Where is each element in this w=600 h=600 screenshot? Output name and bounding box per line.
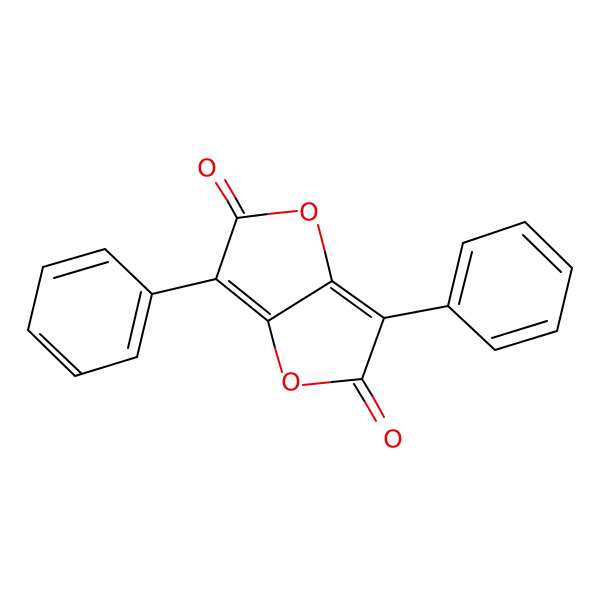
oxygen-label-ring-top: O [299, 198, 319, 227]
lower-lactone-ring [267, 280, 385, 386]
fused-core-bond [215, 278, 333, 322]
bottom-carbonyl-bond [353, 378, 385, 422]
upper-lactone-ring [215, 210, 333, 282]
left-phenyl-core-bond [151, 278, 217, 295]
right-phenyl-core-bond [383, 305, 449, 319]
oxygen-label-ring-bottom: O [281, 368, 301, 397]
oxygen-label-carbonyl-top: O [197, 154, 217, 183]
oxygen-label-carbonyl-bottom: O [383, 425, 403, 454]
right-phenyl-ring [447, 221, 573, 351]
left-phenyl-ring [27, 248, 153, 377]
top-carbonyl-bond [215, 179, 245, 219]
